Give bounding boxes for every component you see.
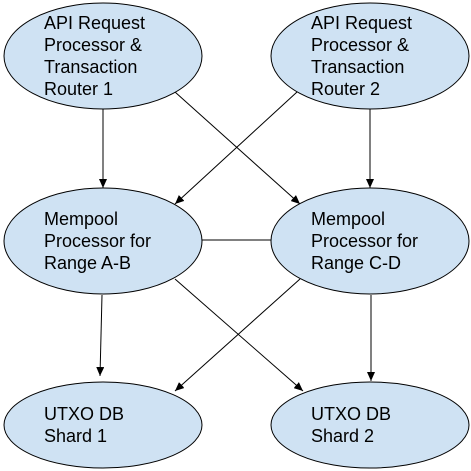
node-ellipse	[3, 381, 203, 469]
node-ellipse	[270, 2, 470, 110]
node-label-line: Transaction	[311, 57, 404, 77]
node-label-line: Processor for	[44, 231, 151, 251]
node-label-line: Mempool	[44, 209, 118, 229]
node-label-line: Processor &	[311, 35, 409, 55]
edge-api2-to-mempool_ab	[174, 91, 298, 205]
edges-layer	[96, 91, 375, 392]
node-label-line: Router 2	[311, 79, 380, 99]
node-label-line: API Request	[311, 13, 412, 33]
edge-mempool_ab-to-utxo2	[174, 278, 304, 392]
node-ellipse	[270, 187, 470, 295]
edge-mempool_ab-to-utxo1	[96, 294, 105, 377]
node-label-line: Router 1	[44, 79, 113, 99]
node-label-line: Mempool	[311, 209, 385, 229]
node-label-line: Shard 1	[44, 426, 107, 446]
node-label-line: UTXO DB	[311, 404, 391, 424]
node-label-line: Shard 2	[311, 426, 374, 446]
node-label-line: Processor &	[44, 35, 142, 55]
node-ellipse	[270, 381, 470, 469]
edge-api1-to-mempool_cd	[174, 91, 301, 205]
node-label-line: Range A-B	[44, 253, 131, 273]
node-label-line: Processor for	[311, 231, 418, 251]
node-label-line: API Request	[44, 13, 145, 33]
edge-mempool_cd-to-utxo1	[174, 278, 301, 392]
node-label-line: UTXO DB	[44, 404, 124, 424]
node-label-line: Range C-D	[311, 253, 401, 273]
node-ellipse	[3, 187, 203, 295]
node-label-line: Transaction	[44, 57, 137, 77]
node-ellipse	[3, 2, 203, 110]
